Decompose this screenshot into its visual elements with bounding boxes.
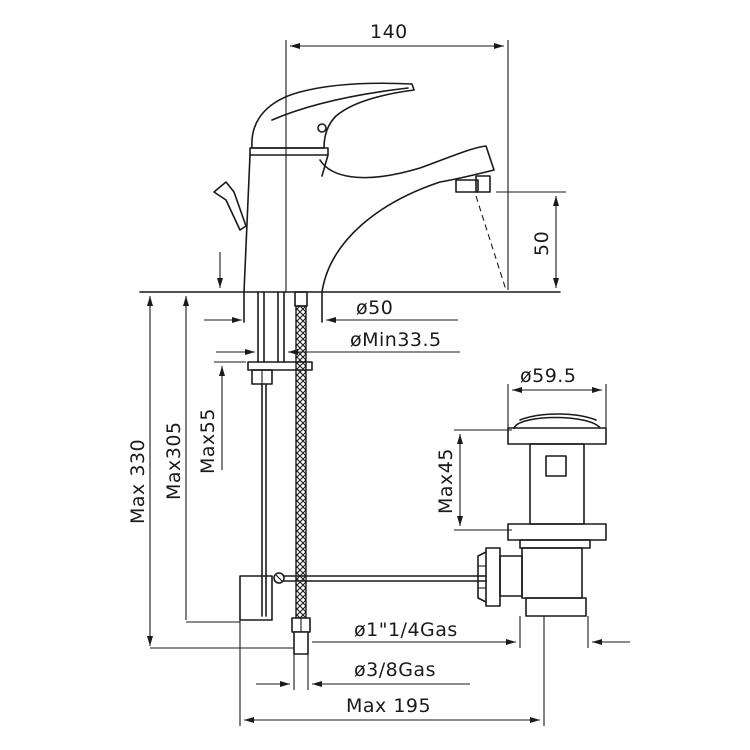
dim-drain-diameter: ø59.5 xyxy=(507,365,607,428)
dim-hole-diameter-label: øMin33.5 xyxy=(350,329,442,351)
dim-body-diameter: ø50 xyxy=(204,252,458,323)
dim-hose-thread: ø3/8Gas xyxy=(256,654,470,690)
dim-hole-diameter: øMin33.5 xyxy=(216,329,460,355)
dim-max-width: Max 195 xyxy=(239,616,545,726)
dim-spout-height-label: 50 xyxy=(531,231,553,256)
dim-waste-thread: ø1"1/4Gas xyxy=(312,616,630,648)
faucet-shank xyxy=(243,291,323,385)
dim-max-width-label: Max 195 xyxy=(346,695,431,717)
dim-max-305-label: Max305 xyxy=(163,421,185,500)
dim-max-thickness: Max55 xyxy=(197,361,246,474)
drain-rod xyxy=(239,575,487,621)
dim-max-305: Max305 xyxy=(163,296,240,623)
dim-spout-reach-label: 140 xyxy=(370,21,408,43)
faucet-body xyxy=(213,82,495,293)
pop-up-rod xyxy=(261,383,285,617)
dim-spout-height: 50 xyxy=(496,191,566,288)
dim-max-330: Max 330 xyxy=(127,296,294,649)
water-stream-line xyxy=(475,195,507,291)
dim-max-thickness-label: Max55 xyxy=(197,408,219,474)
pop-up-waste xyxy=(477,413,607,617)
dim-waste-thread-label: ø1"1/4Gas xyxy=(354,619,458,641)
dim-drain-height-label: Max45 xyxy=(435,448,457,514)
dim-max-330-label: Max 330 xyxy=(127,439,149,524)
dim-spout-reach: 140 xyxy=(285,21,509,292)
dim-body-diameter-label: ø50 xyxy=(356,297,393,319)
dim-hose-thread-label: ø3/8Gas xyxy=(354,659,436,681)
dim-drain-height: Max45 xyxy=(435,429,512,531)
dim-drain-diameter-label: ø59.5 xyxy=(520,365,576,387)
flexible-hose xyxy=(291,291,311,655)
